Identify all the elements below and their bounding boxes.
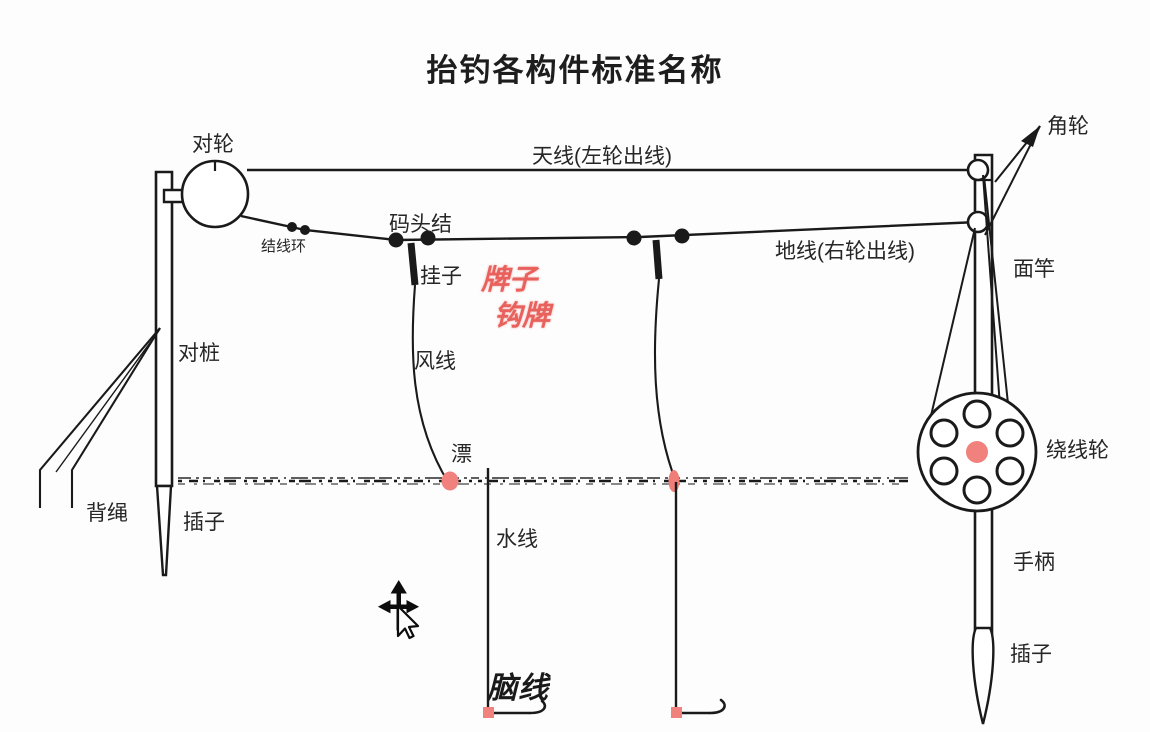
label-face-pole: 面竿 <box>1013 258 1055 281</box>
hanger-1-bead-right <box>420 230 436 246</box>
reel-group <box>916 391 1038 513</box>
reel-center-hub <box>966 441 988 463</box>
reel-hole-3 <box>995 456 1025 486</box>
label-stake-left: 插子 <box>183 511 225 534</box>
hanger-assembly-1 <box>388 230 436 286</box>
reel-hole-2 <box>995 418 1025 448</box>
back-rope-3 <box>55 328 161 473</box>
reel-hole-6 <box>929 418 959 448</box>
fish-hook-2 <box>708 698 726 715</box>
corner-pulley-arrowhead <box>1021 126 1040 147</box>
left-pulley-group <box>162 159 250 229</box>
back-rope-2 <box>70 327 161 508</box>
label-stake-right: 插子 <box>1010 643 1052 666</box>
leader-line-group-1 <box>483 699 547 718</box>
water-surface-line <box>178 477 908 485</box>
label-line-knot-ring: 结线环 <box>261 238 307 255</box>
label-handle: 手柄 <box>1013 551 1055 574</box>
annotation-tag-red-2: 钩牌 <box>494 301 551 332</box>
label-hanger: 挂子 <box>420 265 462 288</box>
left-post-stake-tip <box>155 484 173 577</box>
right-pole-group <box>971 153 995 725</box>
label-sky-line: 天线(左轮出线) <box>532 145 672 168</box>
back-rope-1 <box>38 327 161 508</box>
float-marker-1 <box>441 471 459 491</box>
label-ground-line: 地线(右轮出线) <box>775 240 915 263</box>
label-wind-line: 风线 <box>414 350 456 373</box>
reel-hole-1 <box>962 399 992 429</box>
knot-bead-2 <box>300 225 310 235</box>
label-corner-pulley: 角轮 <box>1047 115 1089 138</box>
reel-line-outer-right <box>982 174 1002 421</box>
label-back-rope: 背绳 <box>86 502 128 525</box>
back-rope-group <box>38 327 161 508</box>
leader-line-group-2 <box>671 698 726 718</box>
hanger-1-stem <box>407 242 419 286</box>
knot-bead-1 <box>287 222 297 232</box>
leader-connector-2 <box>671 707 682 718</box>
page-title: 抬钓各构件标准名称 <box>426 53 724 88</box>
hanger-2-bead-left <box>626 230 642 246</box>
float-marker-2 <box>668 470 680 492</box>
right-pole-stake-tip <box>971 626 995 725</box>
hanger-assembly-2 <box>626 228 690 280</box>
wind-line-1 <box>411 284 449 483</box>
label-reel: 绕线轮 <box>1046 439 1109 462</box>
reel-hole-5 <box>929 456 959 486</box>
wind-line-2 <box>653 278 677 483</box>
label-dock-knot: 码头结 <box>389 213 452 236</box>
line-knot-ring-beads <box>287 222 310 235</box>
fish-hook-1 <box>528 699 547 715</box>
label-water-line: 水线 <box>496 528 538 551</box>
hanger-2-stem <box>652 239 663 280</box>
leader-connector-1 <box>483 707 494 718</box>
annotation-leader-line: 脑线 <box>487 672 549 705</box>
label-left-pulley: 对轮 <box>192 133 234 156</box>
label-float: 漂 <box>451 443 472 466</box>
label-opposite-pile: 对桩 <box>178 342 220 365</box>
hanger-1-bead-left <box>388 232 404 248</box>
annotation-tag-red-1: 牌子 <box>481 265 538 296</box>
reel-hole-4 <box>962 475 992 505</box>
hanger-2-bead-right <box>674 228 690 244</box>
reel-line-outer-left <box>929 227 976 421</box>
corner-pulley-pointers <box>984 125 1041 236</box>
left-post-group <box>154 170 174 577</box>
